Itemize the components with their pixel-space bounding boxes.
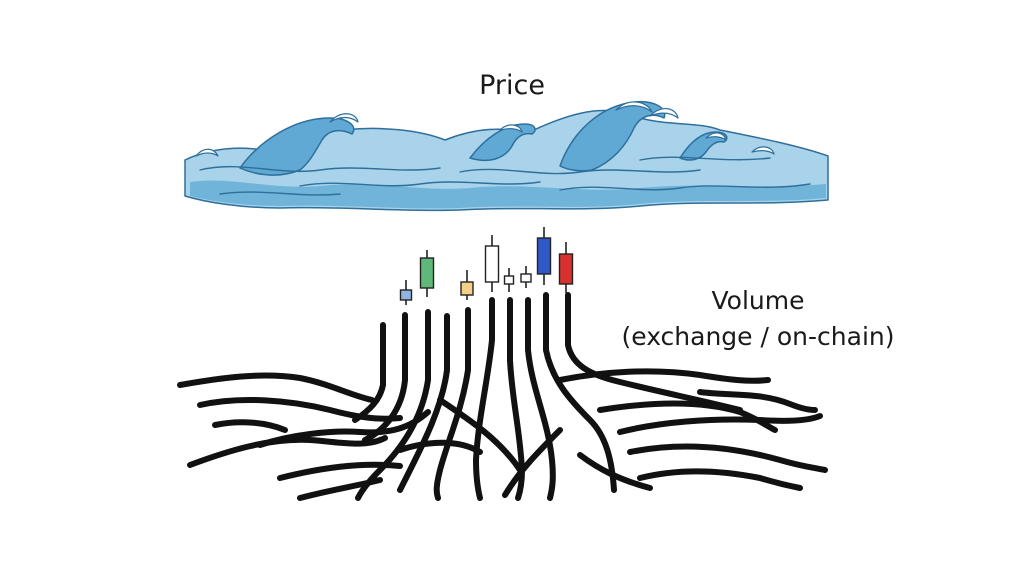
wave-swirl-lines xyxy=(199,156,811,196)
candle-body xyxy=(484,245,500,283)
price-waves xyxy=(184,100,829,212)
root-branch xyxy=(397,439,483,455)
candle-body xyxy=(536,237,552,275)
root-branch xyxy=(177,372,375,403)
root-branch xyxy=(502,427,563,498)
volume-roots xyxy=(177,292,828,501)
root-stem xyxy=(507,297,525,501)
root-stem xyxy=(433,307,471,501)
candlestick xyxy=(419,250,435,297)
volume-label: Volume (exchange / on-chain) xyxy=(585,283,931,355)
root-branch xyxy=(697,389,818,413)
root-branch xyxy=(212,419,288,433)
wave-shadow xyxy=(190,180,826,209)
wave-foam xyxy=(195,101,775,157)
candlestick xyxy=(484,235,500,292)
root-branch xyxy=(637,468,803,491)
root-branch xyxy=(577,452,653,491)
candlestick xyxy=(536,227,552,285)
root-stem xyxy=(525,297,556,501)
root-stem xyxy=(352,322,386,423)
root-branch xyxy=(617,413,823,435)
volume-label-line2: (exchange / on-chain) xyxy=(621,322,895,351)
candle-body xyxy=(503,275,515,285)
root-branch xyxy=(277,461,403,481)
candlestick xyxy=(520,266,532,288)
candlestick-group xyxy=(399,227,574,305)
candlestick xyxy=(460,270,474,300)
root-branch xyxy=(437,397,523,473)
root-stem xyxy=(565,292,743,413)
candlestick xyxy=(558,242,574,293)
candle-body xyxy=(558,253,574,285)
price-label: Price xyxy=(479,70,545,101)
root-stem xyxy=(397,313,450,493)
candlestick xyxy=(503,268,515,292)
root-branch xyxy=(597,400,778,433)
wave-crest-4 xyxy=(679,131,728,161)
volume-label-line1: Volume xyxy=(711,286,805,315)
wave-crest-1 xyxy=(239,117,355,176)
root-branch xyxy=(187,435,388,468)
root-stem xyxy=(362,312,408,443)
candle-body xyxy=(460,281,474,296)
root-stem xyxy=(473,297,495,501)
candle-body xyxy=(399,289,413,301)
root-branch xyxy=(257,409,431,448)
candlestick xyxy=(399,280,413,305)
root-branch xyxy=(557,368,771,384)
root-branch xyxy=(197,397,403,422)
root-branch xyxy=(297,477,383,501)
root-branch xyxy=(627,443,828,473)
candle-body xyxy=(520,273,532,283)
candle-body xyxy=(419,257,435,289)
root-stem xyxy=(543,292,617,493)
root-stem xyxy=(355,309,431,501)
